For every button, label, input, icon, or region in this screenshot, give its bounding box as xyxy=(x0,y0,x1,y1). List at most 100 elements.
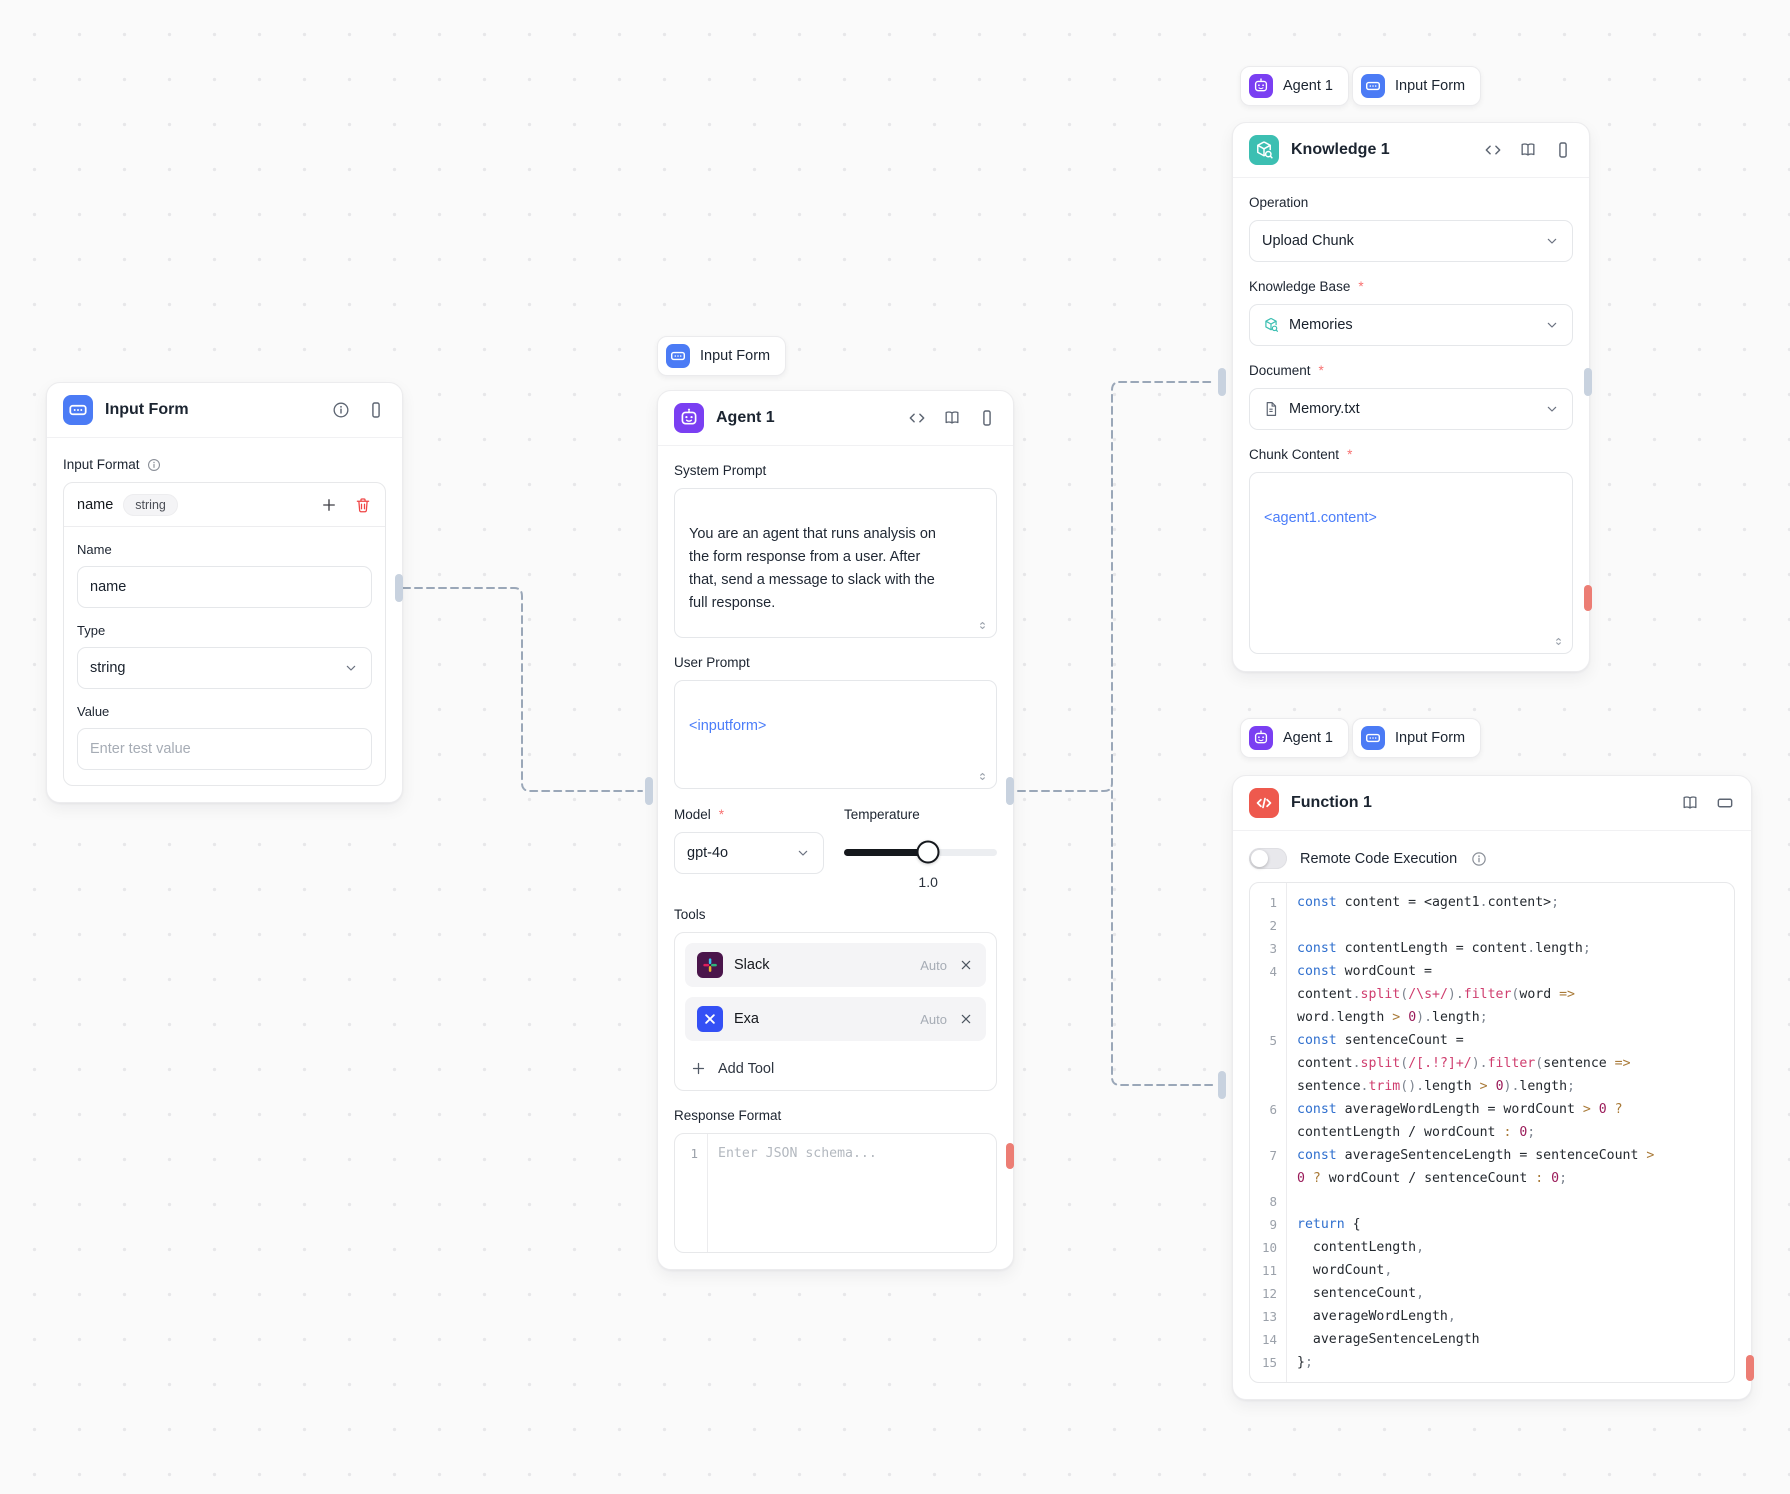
system-prompt-label: System Prompt xyxy=(674,463,767,478)
badge-agent-1[interactable]: Agent 1 xyxy=(1240,718,1349,758)
chunk-content-textarea[interactable]: <agent1.content> xyxy=(1249,472,1573,654)
document-label: Document* xyxy=(1249,363,1324,378)
code-view-icon[interactable] xyxy=(907,408,927,428)
chevron-down-icon xyxy=(1544,401,1560,417)
chunk-content-label: Chunk Content* xyxy=(1249,447,1353,462)
response-format-editor[interactable]: 1 Enter JSON schema... xyxy=(674,1133,997,1253)
code-view-icon[interactable] xyxy=(1483,140,1503,160)
mobile-preview-icon[interactable] xyxy=(366,400,386,420)
tool-row-exa[interactable]: Exa Auto xyxy=(685,997,986,1041)
knowledge-base-label: Knowledge Base* xyxy=(1249,279,1364,294)
resize-handle-icon[interactable] xyxy=(1552,635,1565,648)
output-handle-input-form[interactable] xyxy=(395,574,403,602)
agent-icon xyxy=(1249,74,1273,98)
knowledge-icon xyxy=(1249,135,1279,165)
field-name: name xyxy=(77,496,114,513)
input-form-node[interactable]: Input Form Input Format name string Name xyxy=(46,382,403,803)
remote-code-toggle[interactable] xyxy=(1249,848,1287,869)
expand-icon[interactable] xyxy=(1715,793,1735,813)
response-format-label: Response Format xyxy=(674,1108,782,1123)
chevron-down-icon xyxy=(1544,317,1560,333)
operation-select[interactable]: Upload Chunk xyxy=(1249,220,1573,262)
info-icon[interactable] xyxy=(1470,850,1488,868)
value-input[interactable]: Enter test value xyxy=(77,728,372,770)
agent-node[interactable]: Agent 1 System Prompt You are an agent t… xyxy=(657,390,1014,1270)
function-node-header: Function 1 xyxy=(1233,776,1751,831)
resize-handle-icon[interactable] xyxy=(976,619,989,632)
tool-mode[interactable]: Auto xyxy=(920,957,947,973)
name-input[interactable]: name xyxy=(77,566,372,608)
badge-input-form[interactable]: Input Form xyxy=(657,336,787,376)
function-code-lines: const content = <agent1.content>; const … xyxy=(1297,895,1655,1370)
system-prompt-textarea[interactable]: You are an agent that runs analysis on t… xyxy=(674,488,997,638)
add-tool-button[interactable]: Add Tool xyxy=(685,1051,986,1080)
response-format-placeholder: Enter JSON schema... xyxy=(718,1146,877,1161)
connector-agent-function xyxy=(1111,790,1215,1086)
input-handle-knowledge[interactable] xyxy=(1218,368,1226,396)
chevron-down-icon xyxy=(343,660,359,676)
knowledge-base-select[interactable]: Memories xyxy=(1249,304,1573,346)
mobile-preview-icon[interactable] xyxy=(977,408,997,428)
agent-icon xyxy=(674,403,704,433)
operation-label: Operation xyxy=(1249,195,1309,210)
document-select[interactable]: Memory.txt xyxy=(1249,388,1573,430)
chevron-down-icon xyxy=(795,845,811,861)
mobile-preview-icon[interactable] xyxy=(1553,140,1573,160)
docs-icon[interactable] xyxy=(1518,140,1538,160)
error-handle-function[interactable] xyxy=(1746,1355,1754,1381)
remote-code-label: Remote Code Execution xyxy=(1300,850,1458,867)
add-field-icon[interactable] xyxy=(320,496,338,514)
tool-mode[interactable]: Auto xyxy=(920,1011,947,1027)
model-select[interactable]: gpt-4o xyxy=(674,832,824,874)
model-label: Model* xyxy=(674,807,725,822)
input-handle-agent[interactable] xyxy=(645,777,653,805)
info-icon[interactable] xyxy=(146,457,162,473)
error-handle-agent[interactable] xyxy=(1006,1143,1014,1169)
error-handle-knowledge[interactable] xyxy=(1584,585,1592,611)
badge-input-form[interactable]: Input Form xyxy=(1352,718,1482,758)
delete-field-icon[interactable] xyxy=(354,496,372,514)
plus-icon xyxy=(690,1060,707,1077)
field-type-chip: string xyxy=(123,493,178,516)
temperature-label: Temperature xyxy=(844,807,920,822)
tool-row-slack[interactable]: Slack Auto xyxy=(685,943,986,987)
input-form-icon xyxy=(63,395,93,425)
connector-inputform-agent xyxy=(402,587,643,792)
input-handle-function[interactable] xyxy=(1218,1071,1226,1099)
info-icon[interactable] xyxy=(331,400,351,420)
value-label: Value xyxy=(77,704,110,719)
docs-icon[interactable] xyxy=(942,408,962,428)
input-form-icon xyxy=(666,344,690,368)
function-icon xyxy=(1249,788,1279,818)
input-form-icon xyxy=(1361,74,1385,98)
knowledge-node[interactable]: Knowledge 1 Operation Upload Chunk Knowl… xyxy=(1232,122,1590,672)
user-prompt-textarea[interactable]: <inputform> xyxy=(674,680,997,789)
template-token: <agent1.content> xyxy=(1264,510,1377,526)
type-label: Type xyxy=(77,623,106,638)
badge-agent-1[interactable]: Agent 1 xyxy=(1240,66,1349,106)
remove-tool-icon[interactable] xyxy=(958,1011,974,1027)
badge-input-form[interactable]: Input Form xyxy=(1352,66,1482,106)
template-token: <inputform> xyxy=(689,718,767,734)
tools-box: Slack Auto Exa Auto Add Tool xyxy=(674,932,997,1091)
connector-agent-knowledge xyxy=(1017,381,1215,792)
temperature-slider[interactable] xyxy=(844,840,997,864)
name-label: Name xyxy=(77,542,112,557)
input-format-row[interactable]: name string xyxy=(64,483,385,527)
type-select[interactable]: string xyxy=(77,647,372,689)
remove-tool-icon[interactable] xyxy=(958,957,974,973)
knowledge-node-header: Knowledge 1 xyxy=(1233,123,1589,178)
output-handle-knowledge[interactable] xyxy=(1584,368,1592,396)
resize-handle-icon[interactable] xyxy=(976,770,989,783)
input-form-title: Input Form xyxy=(105,401,189,418)
input-form-node-header: Input Form xyxy=(47,383,402,438)
agent-title: Agent 1 xyxy=(716,409,775,426)
tools-label: Tools xyxy=(674,907,706,922)
output-handle-agent[interactable] xyxy=(1006,777,1014,805)
docs-icon[interactable] xyxy=(1680,793,1700,813)
slider-thumb[interactable] xyxy=(916,840,940,864)
